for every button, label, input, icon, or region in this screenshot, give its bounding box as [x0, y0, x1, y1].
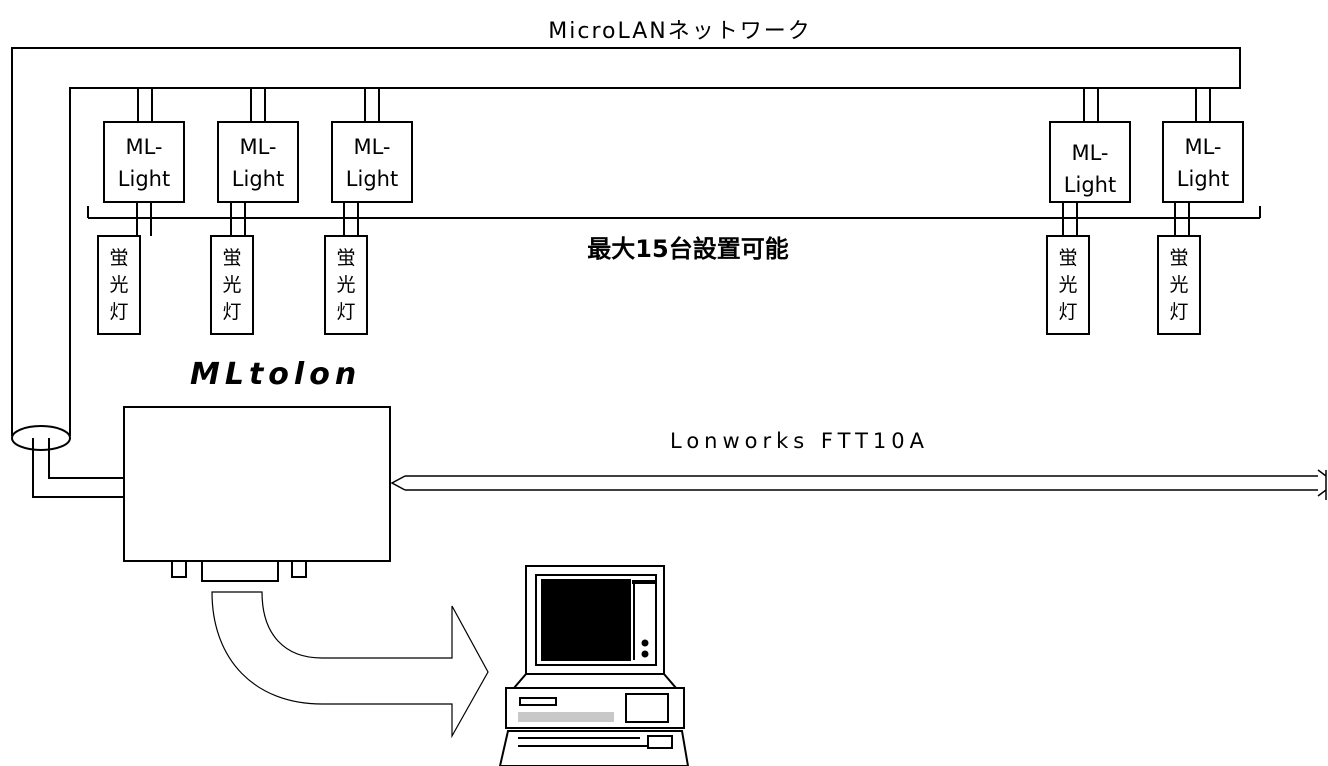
lamp-char: 光: [336, 274, 355, 296]
ml-light-module-2: ML- Light 蛍 光 灯: [210, 121, 299, 335]
mltolon-device: [123, 406, 391, 582]
ml-light-module-5: ML- Light 蛍 光 灯: [1157, 121, 1244, 335]
module-label-line1: ML-: [1184, 135, 1221, 159]
lamp-char: 灯: [1169, 301, 1188, 323]
module-label-line1: ML-: [1071, 141, 1108, 165]
lamp-char: 光: [1169, 274, 1188, 296]
module-label-line1: ML-: [353, 135, 390, 159]
capacity-bracket: [87, 206, 1261, 219]
lamp-char: 灯: [222, 301, 241, 323]
module-label-line2: Light: [232, 167, 284, 191]
ml-light-module-1: ML- Light 蛍 光 灯: [97, 121, 185, 335]
lamp-char: 蛍: [1169, 247, 1188, 269]
lamp-char: 蛍: [336, 247, 355, 269]
lamp-char: 蛍: [222, 247, 241, 269]
module-drops: [137, 88, 1211, 122]
computer-icon: [498, 565, 690, 766]
capacity-label: 最大15台設置可能: [587, 235, 788, 263]
ml-light-module-4: ML- Light 蛍 光 灯: [1046, 121, 1131, 335]
lamp-char: 灯: [1058, 301, 1077, 323]
lamp-char: 光: [1058, 274, 1077, 296]
lonworks-bus: [390, 469, 1327, 500]
module-label-line2: Light: [1177, 167, 1229, 191]
module-label-line2: Light: [1064, 173, 1116, 197]
module-label-line2: Light: [346, 167, 398, 191]
bus-label: Lonworks FTT10A: [670, 429, 929, 453]
lamp-char: 蛍: [1058, 247, 1077, 269]
microlan-cable: [11, 47, 1241, 498]
lamp-char: 灯: [336, 301, 355, 323]
module-label-line1: ML-: [125, 135, 162, 159]
lamp-char: 光: [109, 274, 128, 296]
lamp-char: 蛍: [109, 247, 128, 269]
device-label: MLtolon: [190, 357, 361, 392]
module-label-line1: ML-: [239, 135, 276, 159]
lamp-char: 光: [222, 274, 241, 296]
data-flow-arrow: [211, 591, 489, 739]
lamp-char: 灯: [109, 301, 128, 323]
module-label-line2: Light: [118, 167, 170, 191]
network-label: MicroLANネットワーク: [548, 19, 811, 44]
ml-light-module-3: ML- Light 蛍 光 灯: [324, 121, 413, 335]
